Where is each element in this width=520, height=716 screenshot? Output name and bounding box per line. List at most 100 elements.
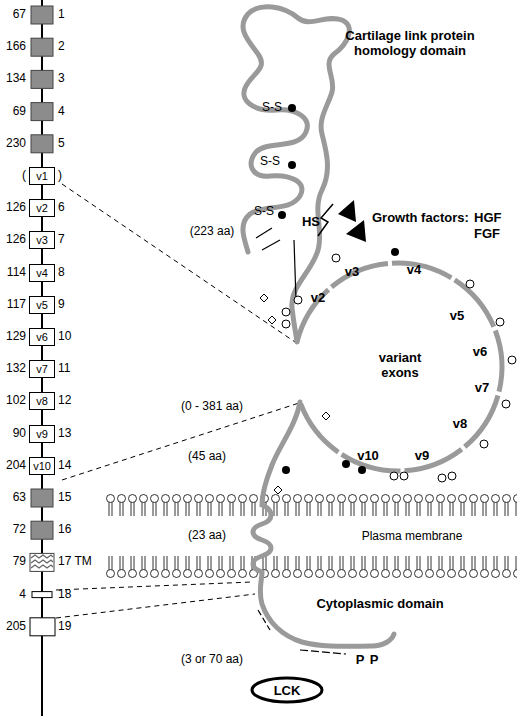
exon-segment-name: v4 (407, 263, 421, 278)
constant-exon (31, 6, 53, 24)
factor-heading: Growth factors: (372, 211, 469, 226)
exon-number: 8 (58, 266, 65, 280)
zigzag-mark (31, 565, 53, 568)
constant-exon (31, 38, 53, 56)
exon-segment-name: v6 (473, 345, 487, 360)
cytoplasmic-exon (30, 618, 55, 636)
glycan-circle (480, 440, 488, 448)
exon-number: 19 (58, 620, 71, 634)
exon-number: ) (58, 169, 62, 183)
constant-exon (31, 521, 53, 539)
membrane-name: Plasma membrane (362, 530, 463, 544)
variant-exon-box: v9 (29, 425, 55, 443)
exon-name: v6 (36, 331, 48, 343)
exon-number: 5 (58, 137, 65, 151)
exon-number: 7 (58, 233, 65, 247)
leader-line (256, 228, 272, 238)
exon-number: 4 (58, 105, 65, 119)
exon-size: 205 (6, 620, 26, 634)
variant-exon-box: v1 (29, 167, 55, 185)
variant-exon-box: v8 (29, 392, 55, 410)
exon-name: v3 (36, 234, 48, 246)
leader-line (294, 240, 296, 300)
variant-exon-box: v6 (29, 328, 55, 346)
exon-number: 9 (58, 298, 65, 312)
exon-number: 18 (58, 588, 71, 602)
variant-exon-box: v2 (29, 199, 55, 217)
exon-number: 17 TM (58, 555, 92, 569)
glycan-circle (294, 296, 302, 304)
exon-size: 129 (6, 330, 26, 344)
exon-size: 63 (13, 491, 26, 505)
kinase-name: LCK (274, 683, 301, 698)
glycan-circle (508, 356, 516, 364)
exon-size: 134 (6, 72, 26, 86)
length-note: (23 aa) (188, 529, 226, 543)
loop-title: variant exons (365, 351, 435, 381)
exon-number: 15 (58, 491, 71, 505)
glycan-circle (390, 472, 398, 480)
disulfide-bond: S-S (254, 205, 274, 219)
exon-number: 3 (58, 72, 65, 86)
glycan-circle (466, 280, 474, 288)
leader-line (62, 184, 295, 342)
exon-size: 204 (6, 459, 26, 473)
exon-segment-name: v3 (345, 265, 359, 280)
constant-exon (31, 70, 53, 88)
lipid-bilayer (105, 494, 517, 578)
exon-number: 11 (58, 362, 70, 376)
transmembrane-exon (30, 553, 54, 571)
glycan-diamond (268, 316, 276, 324)
factor-name: FGF (474, 227, 500, 242)
exon-size: 117 (7, 298, 26, 312)
exon-segment-name: v9 (415, 449, 429, 464)
exon-name: v9 (36, 428, 48, 440)
exon-size: 126 (6, 201, 26, 215)
zigzag-mark (31, 555, 53, 558)
constant-exon (31, 103, 53, 121)
exon-name: v8 (36, 395, 48, 407)
kinase-oval: LCK (250, 676, 324, 704)
growth-factor (338, 200, 356, 222)
leader-line (62, 403, 299, 480)
length-note: (45 aa) (188, 450, 226, 464)
exon-segment-name: v10 (357, 449, 379, 464)
glycan-diamond (322, 412, 330, 420)
exon-number: 10 (58, 330, 71, 344)
glycan-dot (342, 460, 350, 468)
exon-size: 102 (6, 394, 26, 408)
oval-shape (252, 678, 322, 702)
length-note: (0 - 381 aa) (181, 400, 243, 414)
exon-size: 4 (19, 588, 26, 602)
exon-size: 230 (6, 137, 26, 151)
variant-exon-box: v7 (29, 360, 55, 378)
exon-number: 16 (58, 523, 71, 537)
glycan-diamond (260, 294, 268, 302)
glycan-dot (358, 466, 366, 474)
protein-chain (243, 7, 349, 342)
glycan-circle (502, 400, 510, 408)
exon-name: v7 (36, 363, 48, 375)
variant-exon-box: v4 (29, 264, 55, 282)
exon-size: ( (22, 169, 26, 183)
exon-number: 14 (58, 459, 71, 473)
glycan-diamond (274, 486, 282, 494)
length-note: (3 or 70 aa) (181, 653, 243, 667)
exon-size: 90 (13, 427, 26, 441)
exon-name: v1 (36, 170, 48, 182)
variant-exon-box: v5 (29, 296, 55, 314)
exon-segment-name: v8 (453, 417, 467, 432)
exon-size: 72 (13, 523, 26, 537)
exon-segment-name: v2 (311, 291, 325, 306)
variant-exon-box: v3 (29, 231, 55, 249)
exon-name: v4 (36, 267, 48, 279)
constant-exon (31, 489, 53, 507)
growth-factor (346, 220, 366, 242)
glycan-dot (288, 104, 296, 112)
glycan-circle (282, 320, 290, 328)
constant-exon (31, 135, 53, 153)
exon-name: v10 (33, 460, 51, 472)
exon-size: 126 (6, 233, 26, 247)
exon-name: v2 (36, 202, 48, 214)
